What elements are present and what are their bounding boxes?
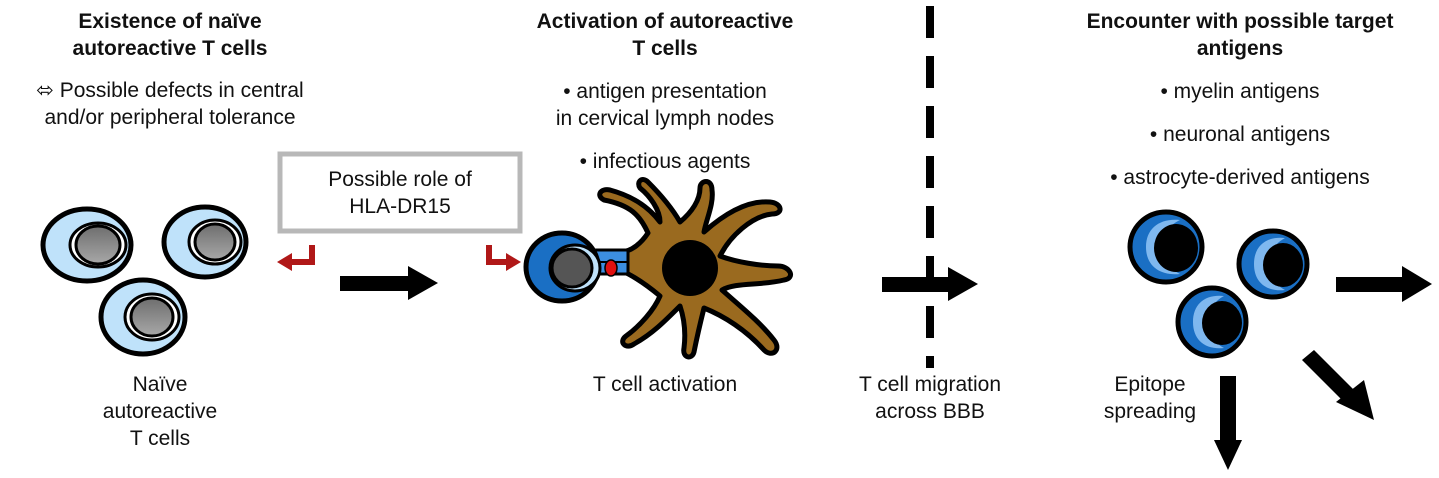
activation-label: T cell activation xyxy=(592,373,738,396)
activated-t-cell xyxy=(523,230,602,304)
epitope-spreading-label: Epitope spreading xyxy=(1103,373,1197,423)
arrow-right xyxy=(340,266,438,300)
naive-t-cell xyxy=(98,277,188,357)
stage2-bullets: • antigen presentation in cervical lymph… xyxy=(555,80,775,173)
red-hook-arrow-right xyxy=(486,245,521,271)
migration-label: T cell migration across BBB xyxy=(859,373,1001,423)
arrow-diagonal xyxy=(1302,350,1374,420)
stage1-note: ⬄ Possible defects in central and/or per… xyxy=(36,79,304,129)
naive-cells-label: Naïve autoreactive T cells xyxy=(102,373,218,450)
stage3-bullets: • myelin antigens • neuronal antigens • … xyxy=(1110,80,1370,189)
naive-t-cell xyxy=(161,204,249,280)
activated-t-cell xyxy=(1127,209,1205,285)
naive-t-cell xyxy=(40,206,134,284)
red-hook-arrow-left xyxy=(277,245,315,271)
hla-box xyxy=(277,151,523,234)
dendritic-cell xyxy=(586,177,793,360)
stage1-heading: Existence of naïve autoreactive T cells xyxy=(72,10,268,60)
hla-box-label: Possible role of HLA-DR15 xyxy=(328,168,472,218)
stage3-heading: Encounter with possible target antigens xyxy=(1086,10,1394,60)
arrow-down xyxy=(1214,376,1242,470)
activated-t-cell xyxy=(1175,285,1249,359)
stage2-heading: Activation of autoreactive T cells xyxy=(536,10,794,60)
arrow-right xyxy=(1336,266,1432,302)
activated-t-cell xyxy=(1236,228,1310,300)
